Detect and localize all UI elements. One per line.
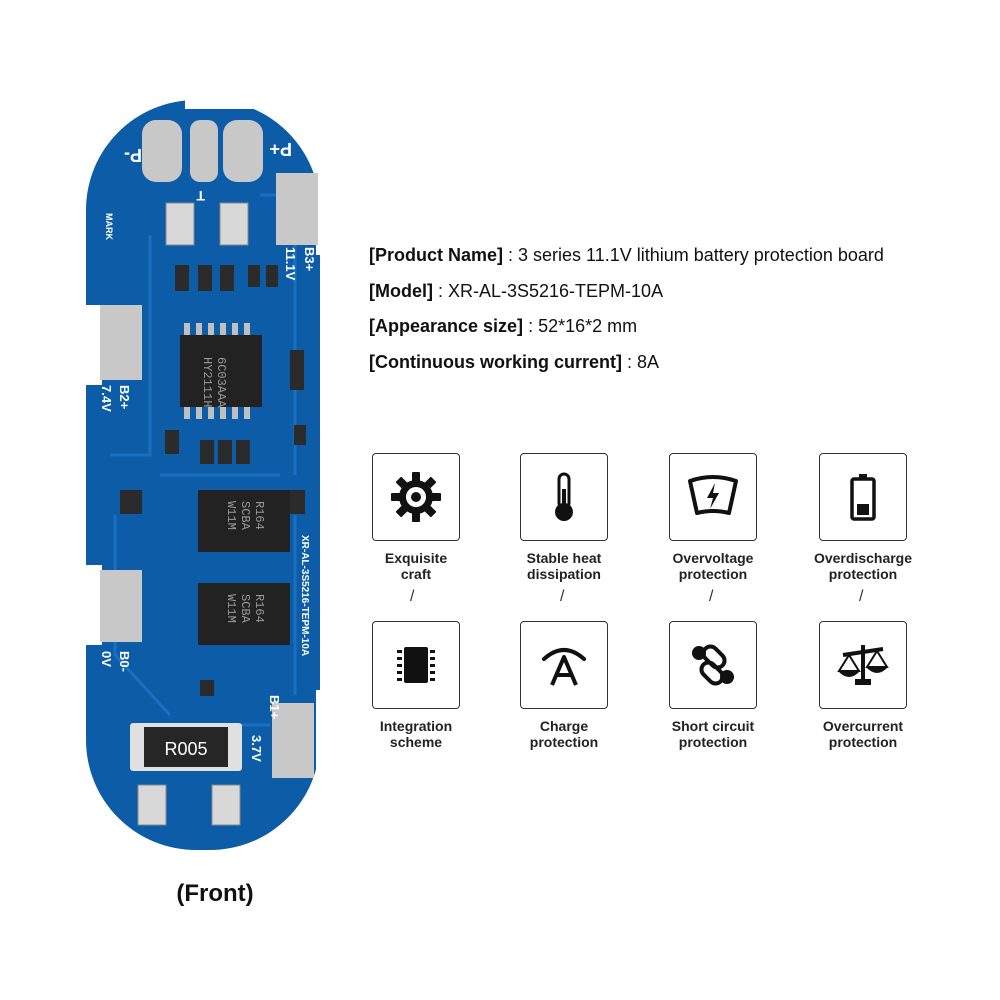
feature-icon-box xyxy=(669,621,757,709)
pcb-board-svg: P- P+ T B3+ 11.1V B2+ 7.4V B0- 0V B1+ 3.… xyxy=(80,95,340,850)
separator-mark: / xyxy=(410,588,415,605)
label-t: T xyxy=(196,188,205,204)
spec-list: [Product Name] : 3 series 11.1V lithium … xyxy=(369,238,989,380)
label-p-minus: P- xyxy=(124,145,142,165)
label-b3: B3+ xyxy=(302,247,317,272)
feature-icon-box xyxy=(520,621,608,709)
label-mark: MARK xyxy=(104,213,114,240)
pad-b2 xyxy=(100,305,142,380)
feature-icon-box xyxy=(819,453,907,541)
pad-p-plus xyxy=(223,120,263,182)
feature-icon-box xyxy=(819,621,907,709)
spec-key: [Continuous working current] xyxy=(369,351,622,372)
label-7v: 7.4V xyxy=(99,385,114,412)
spec-key: [Model] xyxy=(369,280,433,301)
label-b2: B2+ xyxy=(117,385,132,410)
board-caption: (Front) xyxy=(176,880,254,907)
pad-b3 xyxy=(276,173,318,245)
thermometer-icon xyxy=(555,472,573,521)
spec-value: : 52*16*2 mm xyxy=(523,316,638,336)
mosfet1-text-1: R164 xyxy=(252,501,266,530)
pad-p-minus xyxy=(142,120,182,182)
label-p-plus: P+ xyxy=(269,139,292,159)
spec-key: [Product Name] xyxy=(369,245,504,265)
label-11v: 11.1V xyxy=(283,247,298,281)
gear-icon xyxy=(391,472,441,522)
feature-icon-box xyxy=(520,453,608,541)
spec-size: [Appearance size] : 52*16*2 mm xyxy=(369,309,989,345)
mosfet-2 xyxy=(198,583,290,645)
mosfet2-text-2: SCBA xyxy=(238,594,252,624)
pcb-board-image: P- P+ T B3+ 11.1V B2+ 7.4V B0- 0V B1+ 3.… xyxy=(80,95,340,855)
label-model: XR-AL-3S5216-TEPM-10A xyxy=(299,535,310,656)
feature-icon-box xyxy=(669,453,757,541)
pad-b1 xyxy=(272,703,314,778)
chip-icon xyxy=(397,647,435,683)
protection-ic xyxy=(180,335,262,407)
spec-value: : 3 series 11.1V lithium battery protect… xyxy=(503,245,884,265)
label-0v: 0V xyxy=(99,651,114,667)
label-b0: B0- xyxy=(117,651,132,672)
overvoltage-icon xyxy=(688,475,738,515)
pad-b0 xyxy=(100,570,142,642)
mosfet1-text-2: SCBA xyxy=(238,501,252,531)
spec-value: : XR-AL-3S5216-TEPM-10A xyxy=(432,280,664,301)
mosfet1-text-3: W11M xyxy=(224,501,238,530)
pad-t xyxy=(190,120,218,182)
separator-mark: / xyxy=(709,588,714,605)
scale-icon xyxy=(837,645,889,685)
spec-product-name: [Product Name] : 3 series 11.1V lithium … xyxy=(369,238,989,274)
mosfet2-text-3: W11M xyxy=(224,594,238,623)
separator-mark: / xyxy=(560,588,565,605)
spec-current: [Continuous working current] : 8A xyxy=(369,345,989,381)
ic-text-2: 6C03AAA xyxy=(214,357,228,408)
feature-icon-box xyxy=(372,453,460,541)
separator-mark: / xyxy=(859,588,864,605)
short-circuit-icon xyxy=(692,644,734,686)
ic-text-1: HY2111H xyxy=(200,357,214,407)
charge-icon xyxy=(542,648,586,686)
label-37v: 3.7V xyxy=(249,735,264,762)
spec-value: : 8A xyxy=(621,351,660,372)
mosfet2-text-1: R164 xyxy=(252,594,266,623)
battery-icon xyxy=(850,474,876,521)
spec-key: [Appearance size] xyxy=(369,316,524,336)
resistor-label: R005 xyxy=(164,739,207,759)
label-b1: B1+ xyxy=(267,695,282,720)
feature-icon-box xyxy=(372,621,460,709)
spec-model: [Model] : XR-AL-3S5216-TEPM-10A xyxy=(369,274,989,310)
mosfet-1 xyxy=(198,490,290,552)
